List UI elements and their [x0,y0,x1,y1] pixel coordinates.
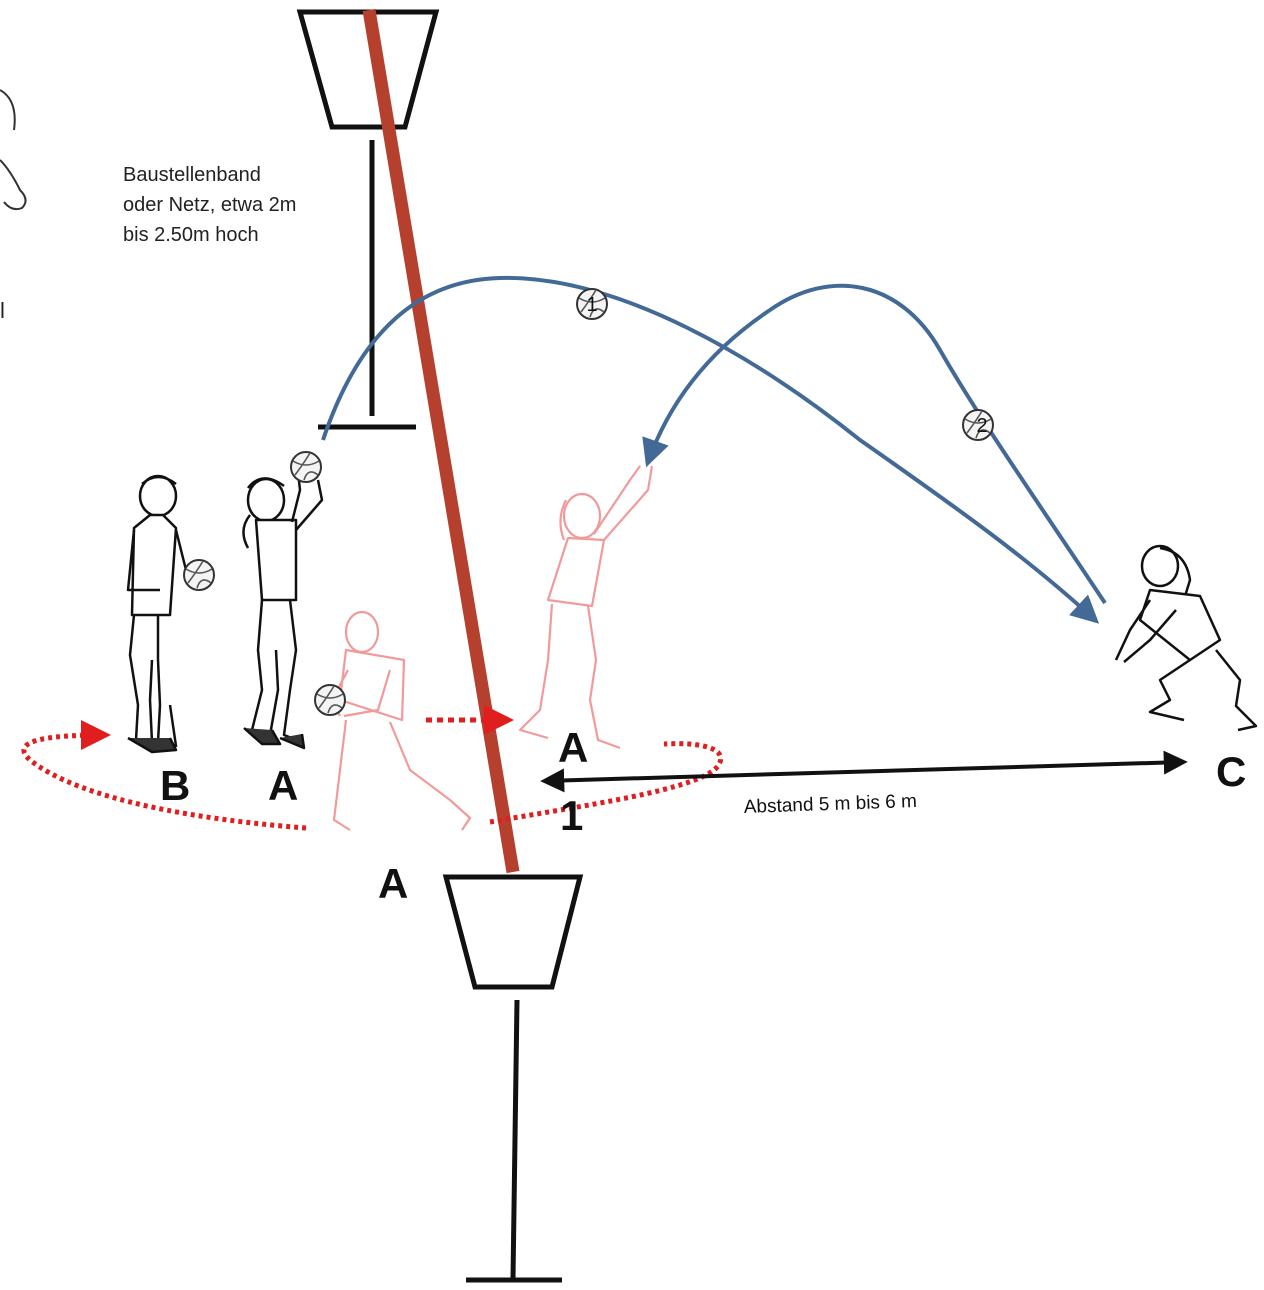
pass-arc-2 [642,283,1107,605]
label-player-a-bottom: A [378,860,408,907]
label-player-a-front: A [558,724,588,771]
ball-pass-1-number: 1 [586,294,597,316]
bottom-bucket [442,874,584,990]
run-path-loop [21,720,307,831]
player-a-setting-ball [290,451,322,483]
player-b-ball [183,559,215,591]
label-position-one: 1 [560,792,583,839]
label-player-a-queue: A [268,762,298,809]
pass-arc-1 [321,275,1100,624]
player-a-running [330,610,472,831]
ball-pass-2-number: 2 [976,415,987,437]
player-b [126,474,197,754]
cropped-figure-fragment [0,89,27,211]
distance-arrow [540,750,1188,793]
net-height-note-line-3: bis 2.50m hoch [123,224,259,246]
player-a-running-ball [314,684,346,716]
player-a-reaching [518,465,654,750]
net-height-note-line-1: Baustellenband [123,164,261,186]
label-player-c: C [1216,748,1246,795]
tape-line [362,8,520,874]
net-height-note: Baustellenband oder Netz, etwa 2m bis 2.… [123,160,363,250]
distance-label: Abstand 5 m bis 6 m [743,791,917,818]
label-player-b: B [160,762,190,809]
bottom-post [466,999,562,1283]
top-bucket [296,9,440,130]
top-post [318,140,416,430]
player-c [1114,544,1258,732]
run-path-return [489,741,723,825]
net-height-note-line-2: oder Netz, etwa 2m [123,194,297,216]
player-a-setting [242,471,324,750]
edge-text-fragment: l [0,298,5,323]
